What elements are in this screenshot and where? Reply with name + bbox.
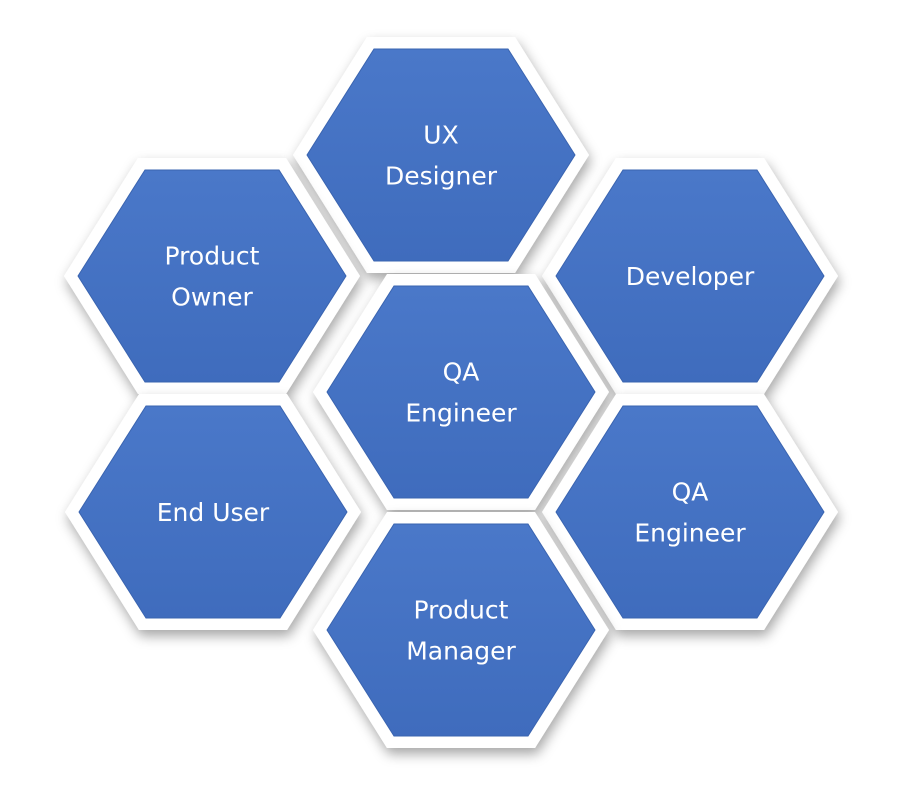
hexagon-face bbox=[77, 169, 347, 383]
hexagon-ux-designer: UX Designer bbox=[293, 37, 589, 273]
hexagon-label: Product bbox=[414, 596, 509, 625]
hexagon-label: Developer bbox=[626, 262, 755, 291]
hexagon-label: UX bbox=[423, 121, 458, 150]
hexagon-label: Owner bbox=[171, 283, 253, 312]
hexagon-end-user: End User bbox=[65, 394, 361, 630]
hexagon-label: Engineer bbox=[405, 399, 517, 428]
hexagon-label: Engineer bbox=[634, 519, 746, 548]
hexagon-face bbox=[78, 405, 348, 619]
hexagon-label: QA bbox=[672, 478, 709, 507]
hexagon-label: Product bbox=[165, 242, 260, 271]
hexagon-face bbox=[555, 405, 825, 619]
hexagon-face bbox=[306, 48, 576, 262]
hexagon-face bbox=[555, 169, 825, 383]
hexagon-face bbox=[326, 285, 596, 499]
hexagon-label: QA bbox=[443, 358, 480, 387]
hexagon-qa-engineer-right: QA Engineer bbox=[542, 394, 838, 630]
hexagon-label: Designer bbox=[385, 162, 498, 191]
hexagon-label: Manager bbox=[406, 637, 516, 666]
hexagon-qa-engineer-center: QA Engineer bbox=[313, 274, 609, 510]
hexagon-developer: Developer bbox=[542, 158, 838, 394]
hexagon-face bbox=[326, 523, 596, 737]
hexagon-label: End User bbox=[157, 498, 270, 527]
